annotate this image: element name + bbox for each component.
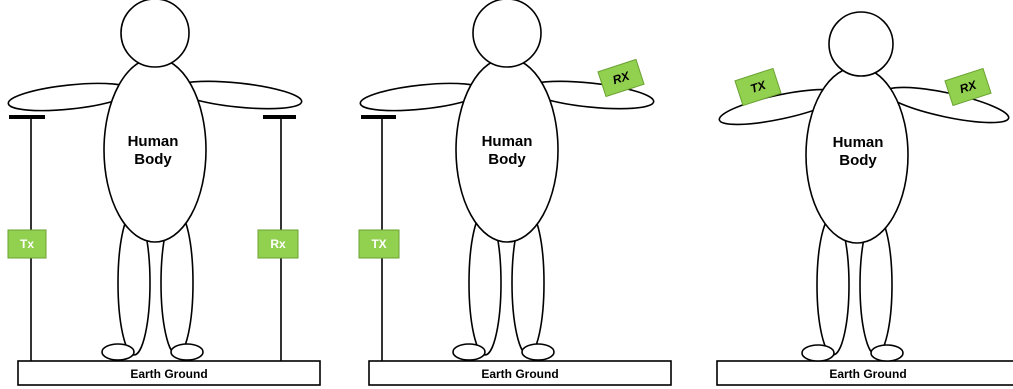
panel-1-right-foot <box>171 344 203 360</box>
panel-2-head <box>473 0 541 67</box>
panel-1-body-label-line2: Body <box>134 151 172 168</box>
panel-1-tx-label: Tx <box>20 237 34 251</box>
panel-3-head <box>829 12 893 76</box>
panel-3-rx-node-group: RX <box>945 68 991 105</box>
panel-3-earth-ground-label: Earth Ground <box>829 367 906 381</box>
panel-2-tx-label: TX <box>371 237 386 251</box>
panel-1-body-label-line1: Human <box>128 133 179 150</box>
panel-1-rx-label: Rx <box>270 237 286 251</box>
panel-3-right-foot <box>871 345 903 361</box>
panel-3-body-label-line2: Body <box>839 152 877 169</box>
panel-2-right-foot <box>522 344 554 360</box>
panel-2: Earth Ground Human Body TX RX <box>359 0 671 385</box>
panel-2-body-label-line2: Body <box>488 151 526 168</box>
panel-1: Earth Ground Human Body Tx Rx <box>7 0 320 385</box>
panel-2-left-foot <box>453 344 485 360</box>
panel-2-body-label-line1: Human <box>482 133 533 150</box>
panel-1-left-foot <box>102 344 134 360</box>
panel-1-torso <box>104 58 206 242</box>
panel-3: Earth Ground Human Body TX RX <box>717 12 1013 385</box>
panel-1-head <box>121 0 189 67</box>
panel-2-earth-ground-label: Earth Ground <box>481 367 558 381</box>
panel-1-earth-ground-label: Earth Ground <box>130 367 207 381</box>
panel-3-body-label-line1: Human <box>833 134 884 151</box>
panel-3-left-foot <box>802 345 834 361</box>
panel-2-torso <box>456 58 558 242</box>
